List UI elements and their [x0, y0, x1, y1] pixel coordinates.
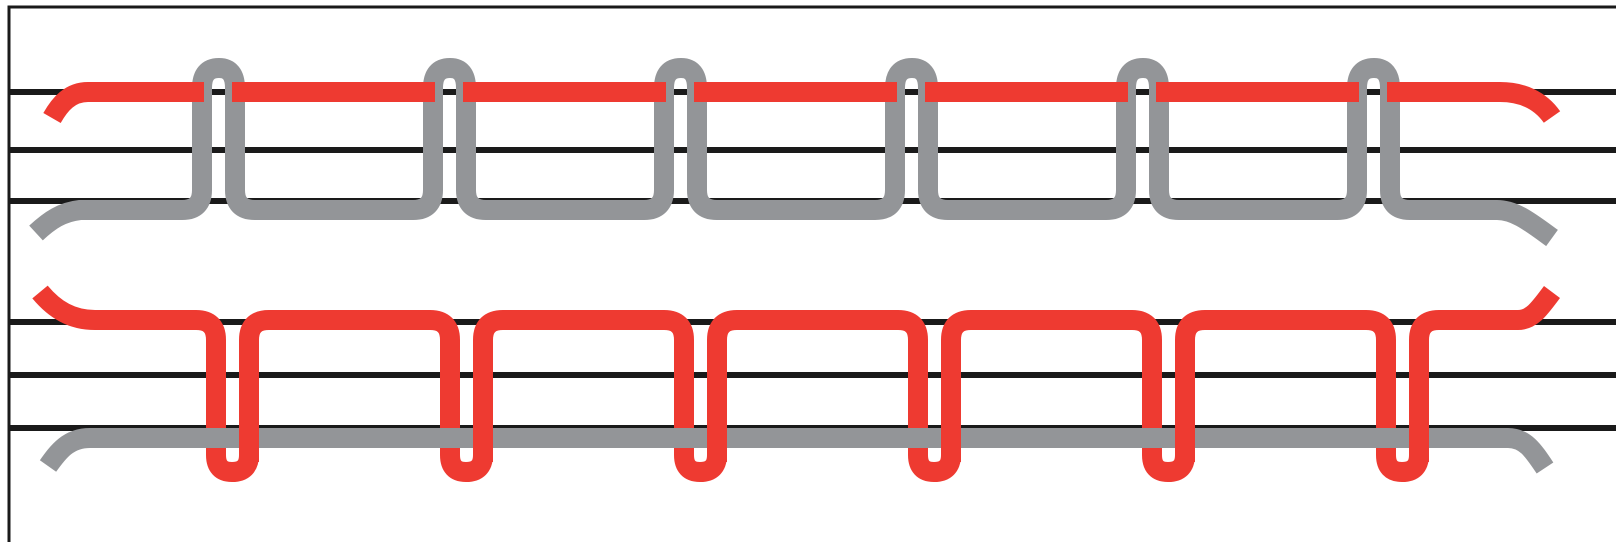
diagram-frame	[7, 5, 1616, 542]
gray-strand-bottom	[39, 428, 1554, 474]
bottom-panel	[32, 285, 1561, 482]
red-segment-top-7	[1387, 82, 1561, 124]
gray-strand-top	[29, 58, 1558, 247]
top-panel	[29, 58, 1561, 247]
red-strand-bottom	[32, 285, 1561, 482]
red-segment-top-1	[43, 82, 204, 124]
